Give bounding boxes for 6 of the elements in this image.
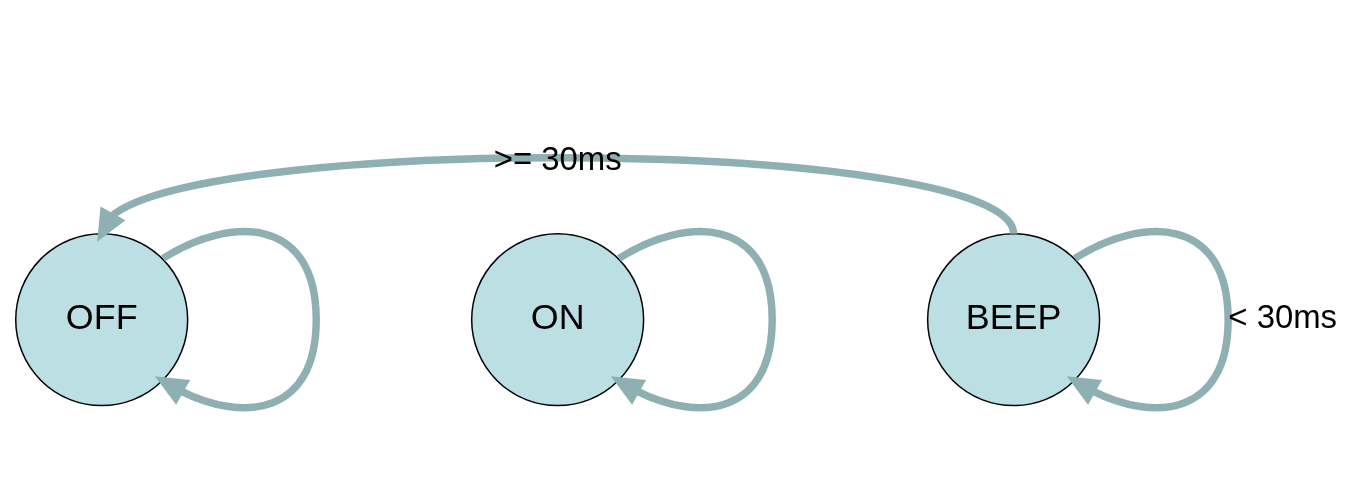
arrow <box>154 227 320 411</box>
edge-label: >= 30ms <box>493 139 622 177</box>
arrow <box>610 227 776 411</box>
arrow <box>1066 227 1232 411</box>
arrow <box>97 153 1017 242</box>
edge-label: < 30ms <box>1228 297 1338 335</box>
